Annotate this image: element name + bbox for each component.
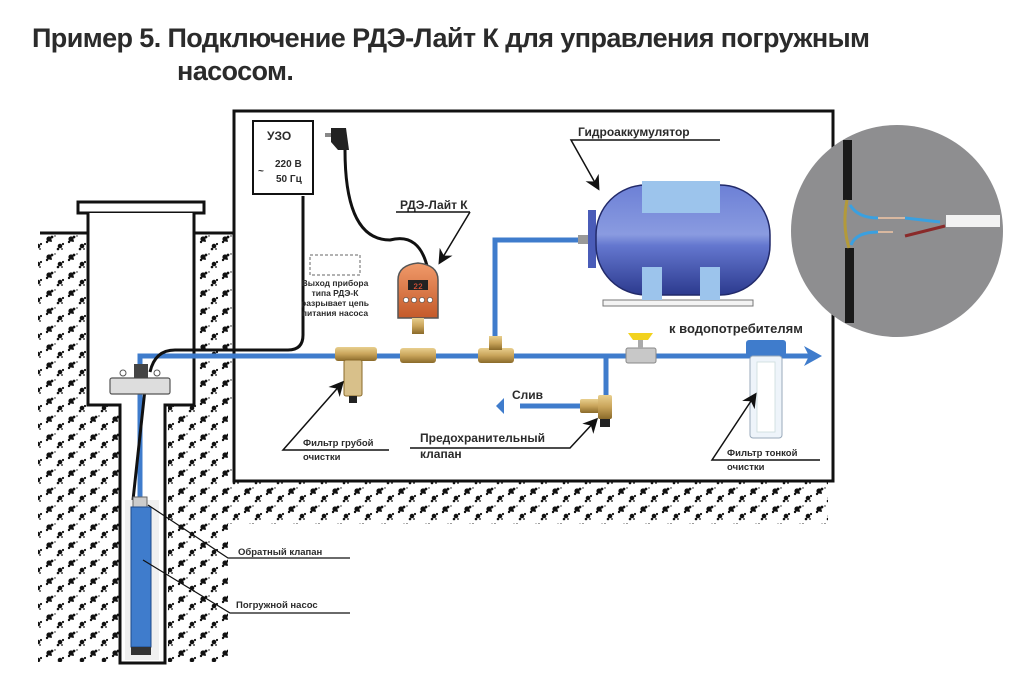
safety-valve-label: Предохранительный клапан — [410, 417, 599, 461]
fine-filter — [746, 340, 786, 439]
output-note-line: разрывает цепь — [301, 298, 369, 308]
ball-valve — [625, 333, 657, 364]
safety-valve-label-line: клапан — [420, 447, 462, 461]
fine-filter-label-line: очистки — [727, 462, 765, 473]
output-note-line: питания насоса — [302, 308, 368, 318]
output-note: Выход прибора типа РДЭ-К разрывает цепь … — [301, 278, 369, 318]
cable-junction-box — [309, 254, 361, 276]
building-frame — [232, 109, 835, 483]
pressure-relay-device: 22 — [397, 262, 439, 334]
check-valve-text: Обратный клапан — [238, 547, 323, 558]
well-head — [109, 364, 171, 395]
pump-label: Погружной насос — [142, 559, 350, 614]
safety-valve-label-line: Предохранительный — [420, 431, 545, 445]
drain-label: Слив — [512, 388, 543, 402]
fine-filter-label-line: Фильтр тонкой — [727, 448, 798, 459]
frequency-label: 50 Гц — [276, 174, 303, 185]
title-line-2: насосом. — [177, 56, 294, 86]
rcd-box: УЗО ~ 220 В 50 Гц — [252, 120, 314, 195]
coarse-filter-label: Фильтр грубой очистки — [281, 380, 389, 463]
brass-fittings — [400, 336, 514, 363]
coarse-filter-label-line: Фильтр грубой — [303, 438, 374, 449]
to-consumers-label: к водопотребителям — [669, 321, 803, 336]
power-cables — [131, 149, 430, 501]
title-line-1: Пример 5. Подключение РДЭ-Лайт К для упр… — [32, 23, 870, 53]
output-note-line: типа РДЭ-К — [312, 288, 360, 298]
accumulator-label: Гидроаккумулятор — [578, 125, 690, 139]
accumulator-leader — [569, 139, 720, 191]
voltage-label: 220 В — [275, 159, 302, 170]
flow-arrow-icon — [804, 346, 822, 366]
device-display: 22 — [413, 283, 423, 292]
rde-label: РДЭ-Лайт К — [400, 198, 468, 212]
leader-arrow — [438, 211, 471, 265]
submersible-pump — [125, 496, 159, 660]
fine-filter-label: Фильтр тонкой очистки — [710, 392, 820, 473]
cable-splice-inset — [791, 125, 1003, 337]
page-title: Пример 5. Подключение РДЭ-Лайт К для упр… — [32, 22, 870, 88]
power-plug-icon — [325, 128, 349, 150]
coarse-filter-label-line: очистки — [303, 452, 341, 463]
check-valve-label: Обратный клапан — [147, 504, 350, 559]
rcd-label: УЗО — [267, 129, 291, 143]
safety-valve — [580, 395, 612, 427]
tilde-symbol: ~ — [258, 166, 264, 177]
coarse-filter — [335, 347, 377, 403]
pump-label-text: Погружной насос — [236, 600, 318, 611]
output-note-line: Выход прибора — [302, 278, 369, 288]
pressure-tank — [578, 181, 771, 307]
drain-arrow-icon — [496, 398, 504, 414]
